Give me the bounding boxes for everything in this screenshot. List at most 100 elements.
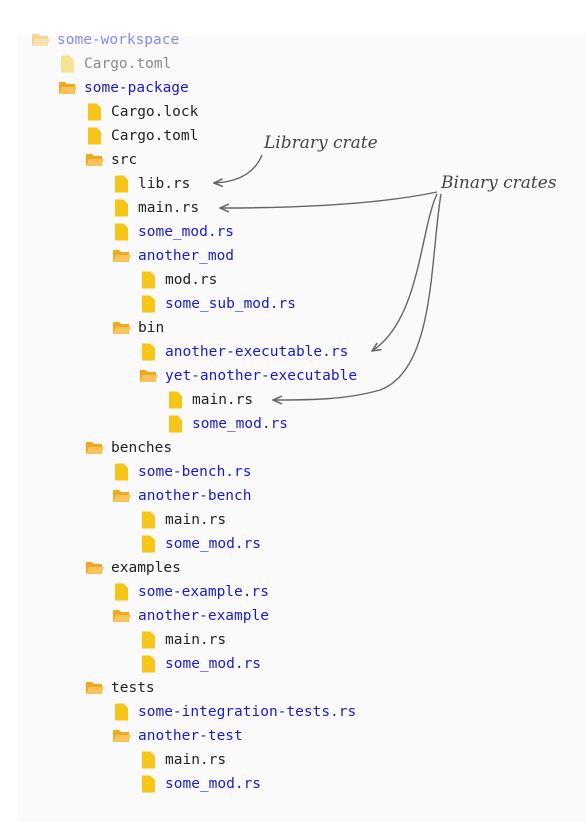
folder-icon: [112, 487, 131, 505]
file-icon: [166, 415, 185, 433]
file-icon: [139, 535, 158, 553]
file-icon: [112, 175, 131, 193]
folder-label: another_mod: [138, 248, 235, 264]
file-label: some-bench.rs: [138, 464, 252, 480]
file-label: main.rs: [165, 632, 227, 648]
file-icon: [112, 463, 131, 481]
binary-crates-annotation: Binary crates: [441, 173, 557, 193]
file-label: Cargo.toml: [111, 128, 199, 144]
file-icon: [139, 775, 158, 793]
file-row[interactable]: main.rs: [139, 629, 226, 651]
file-icon: [112, 583, 131, 601]
folder-icon: [85, 439, 104, 457]
file-row[interactable]: some_mod.rs: [166, 413, 288, 435]
file-row[interactable]: some_mod.rs: [112, 221, 234, 243]
folder-row[interactable]: another-test: [112, 725, 243, 747]
file-label: Cargo.toml: [84, 56, 172, 72]
file-icon: [112, 223, 131, 241]
folder-row[interactable]: yet-another-executable: [139, 365, 357, 387]
arrow-to-main-rs: [220, 191, 438, 208]
folder-icon: [85, 679, 104, 697]
file-icon: [139, 271, 158, 289]
tree-panel: [18, 36, 586, 822]
folder-icon: [112, 607, 131, 625]
arrow-to-yet-another-main: [273, 193, 442, 400]
file-icon: [139, 751, 158, 769]
folder-icon: [112, 247, 131, 265]
file-row[interactable]: some_mod.rs: [139, 533, 261, 555]
folder-label: src: [111, 152, 138, 168]
file-label: Cargo.lock: [111, 104, 199, 120]
folder-icon: [112, 319, 131, 337]
file-label: main.rs: [138, 200, 200, 216]
file-label: some_mod.rs: [165, 656, 262, 672]
folder-label: tests: [111, 680, 155, 696]
file-label: main.rs: [192, 392, 254, 408]
library-crate-annotation: Library crate: [264, 133, 378, 153]
folder-label: another-test: [138, 728, 243, 744]
folder-row[interactable]: some-workspace: [31, 29, 179, 51]
folder-row[interactable]: another_mod: [112, 245, 234, 267]
folder-row[interactable]: benches: [85, 437, 172, 459]
folder-row[interactable]: some-package: [58, 77, 189, 99]
file-icon: [139, 655, 158, 673]
file-row[interactable]: some-bench.rs: [112, 461, 252, 483]
file-icon: [139, 511, 158, 529]
file-label: lib.rs: [138, 176, 191, 192]
folder-label: yet-another-executable: [165, 368, 358, 384]
file-label: some-integration-tests.rs: [138, 704, 357, 720]
arrow-to-lib-rs: [214, 154, 263, 183]
file-label: main.rs: [165, 752, 227, 768]
file-label: some_sub_mod.rs: [165, 296, 296, 312]
folder-row[interactable]: examples: [85, 557, 181, 579]
file-row[interactable]: main.rs: [166, 389, 253, 411]
file-icon: [139, 631, 158, 649]
file-row[interactable]: some-example.rs: [112, 581, 269, 603]
folder-icon: [31, 31, 50, 49]
file-icon: [112, 199, 131, 217]
file-row[interactable]: Cargo.lock: [85, 101, 198, 123]
folder-row[interactable]: another-example: [112, 605, 269, 627]
file-row[interactable]: some_mod.rs: [139, 653, 261, 675]
file-row[interactable]: main.rs: [112, 197, 199, 219]
folder-icon: [85, 151, 104, 169]
file-icon: [139, 343, 158, 361]
folder-row[interactable]: tests: [85, 677, 155, 699]
folder-row[interactable]: bin: [112, 317, 164, 339]
file-row[interactable]: mod.rs: [139, 269, 217, 291]
file-row[interactable]: some_sub_mod.rs: [139, 293, 296, 315]
file-row[interactable]: main.rs: [139, 749, 226, 771]
arrow-to-another-executable: [372, 193, 438, 351]
folder-label: some-workspace: [57, 32, 180, 48]
folder-label: examples: [111, 560, 181, 576]
folder-row[interactable]: another-bench: [112, 485, 252, 507]
folder-row[interactable]: src: [85, 149, 137, 171]
file-row[interactable]: main.rs: [139, 509, 226, 531]
file-label: some_mod.rs: [138, 224, 235, 240]
file-icon: [85, 127, 104, 145]
file-row[interactable]: some-integration-tests.rs: [112, 701, 356, 723]
file-row[interactable]: Cargo.toml: [58, 53, 171, 75]
file-icon: [166, 391, 185, 409]
folder-label: another-example: [138, 608, 269, 624]
file-row[interactable]: Cargo.toml: [85, 125, 198, 147]
file-row[interactable]: some_mod.rs: [139, 773, 261, 795]
file-icon: [139, 295, 158, 313]
folder-icon: [85, 559, 104, 577]
file-row[interactable]: another-executable.rs: [139, 341, 348, 363]
file-icon: [112, 703, 131, 721]
file-label: some-example.rs: [138, 584, 269, 600]
folder-label: another-bench: [138, 488, 252, 504]
file-label: some_mod.rs: [165, 536, 262, 552]
file-label: main.rs: [165, 512, 227, 528]
file-label: another-executable.rs: [165, 344, 349, 360]
file-label: some_mod.rs: [165, 776, 262, 792]
file-label: some_mod.rs: [192, 416, 289, 432]
file-row[interactable]: lib.rs: [112, 173, 190, 195]
file-icon: [58, 55, 77, 73]
folder-label: some-package: [84, 80, 189, 96]
folder-label: bin: [138, 320, 165, 336]
folder-icon: [139, 367, 158, 385]
folder-icon: [58, 79, 77, 97]
